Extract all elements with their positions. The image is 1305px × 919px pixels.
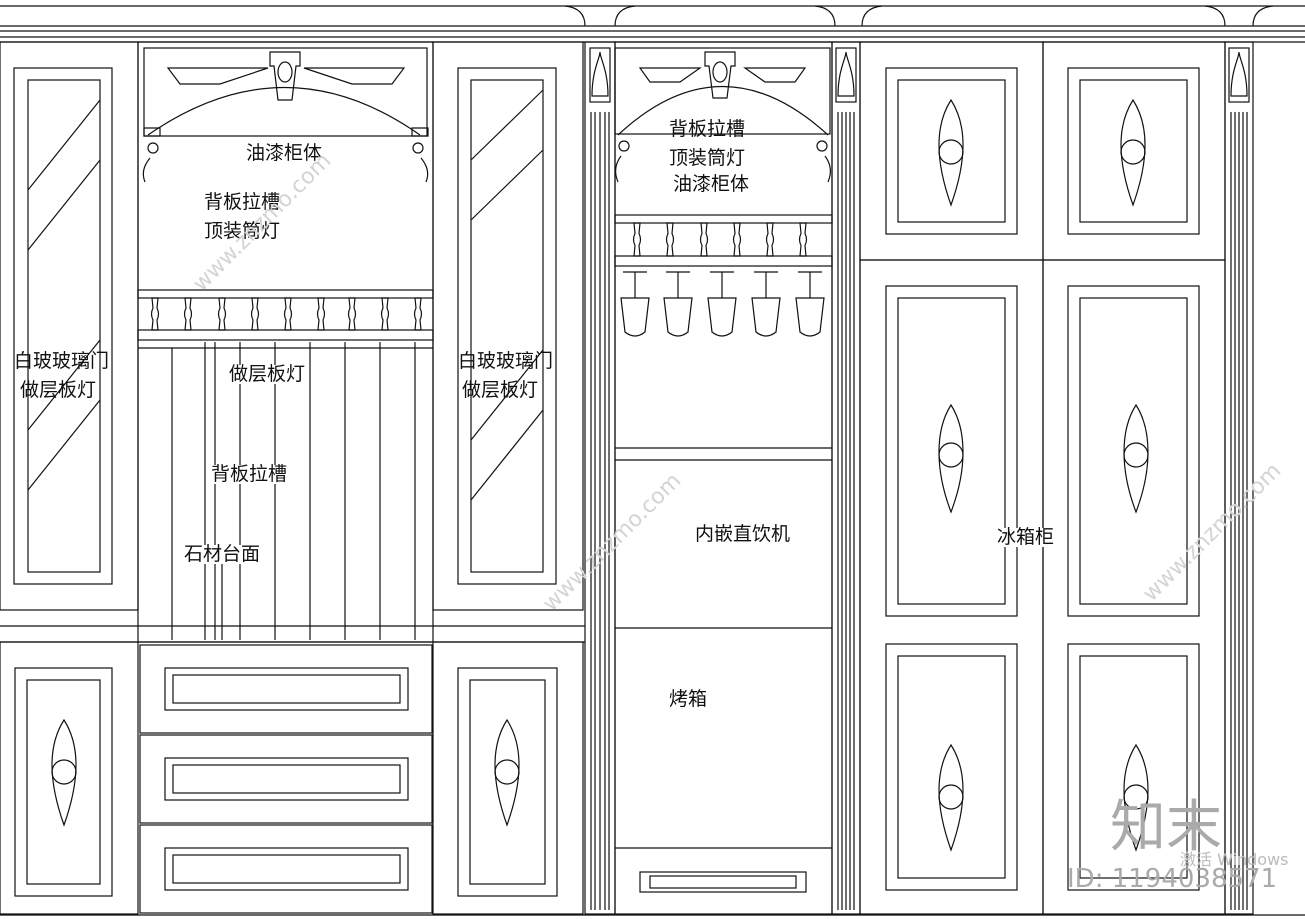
label-top-downlight-left: 顶装筒灯: [204, 220, 281, 242]
lower-right-panel: [432, 641, 584, 915]
label-shelf-light-center: 做层板灯: [229, 363, 306, 385]
balustrade-left: [150, 297, 423, 331]
baluster: [798, 222, 808, 257]
label-glass-door-left-2: 做层板灯: [20, 379, 97, 401]
label-oven: 烤箱: [669, 688, 708, 710]
watermark-id: ID: 1194038571: [1067, 864, 1278, 894]
stone-counter: [0, 625, 585, 643]
baluster: [699, 222, 709, 257]
baluster: [150, 297, 160, 331]
baluster: [665, 222, 675, 257]
fridge-cabinet: [859, 41, 1226, 915]
label-water-dispenser: 内嵌直饮机: [695, 523, 791, 545]
baluster: [732, 222, 742, 257]
watermark-os-notice: 激活 Windows: [1180, 850, 1289, 869]
baluster: [183, 297, 193, 331]
baluster: [250, 297, 260, 331]
label-glass-door-right-2: 做层板灯: [462, 379, 539, 401]
label-top-downlight-mid: 顶装筒灯: [669, 147, 746, 169]
label-back-groove-center: 背板拉槽: [211, 463, 288, 485]
watermark-logo: 知末: [1110, 795, 1222, 860]
label-back-groove-left: 背板拉槽: [204, 191, 281, 213]
wine-glass: [751, 271, 781, 337]
label-glass-door-left-1: 白玻玻璃门: [14, 350, 110, 372]
wine-glass: [795, 271, 825, 337]
label-stone-counter: 石材台面: [184, 543, 261, 565]
label-paint-body-mid: 油漆柜体: [673, 173, 750, 195]
center-open-cabinet: [137, 41, 434, 643]
baluster: [347, 297, 357, 331]
baluster: [632, 222, 642, 257]
balustrade-middle: [632, 222, 808, 257]
label-paint-body-left: 油漆柜体: [246, 142, 323, 164]
column-left: [584, 41, 616, 915]
wine-glass: [663, 271, 693, 337]
wine-glass-rack: [620, 271, 825, 337]
baluster: [413, 297, 423, 331]
drawer-stack: [139, 644, 433, 914]
label-glass-door-right-1: 白玻玻璃门: [458, 350, 554, 372]
baluster: [283, 297, 293, 331]
left-glass-door: [0, 41, 139, 611]
baluster: [217, 297, 227, 331]
right-glass-door: [432, 41, 584, 611]
label-back-groove-mid: 背板拉槽: [669, 118, 746, 140]
baluster: [380, 297, 390, 331]
label-fridge-cabinet: 冰箱柜: [997, 526, 1055, 548]
baluster: [765, 222, 775, 257]
lower-left-panel: [0, 641, 139, 915]
wine-glass: [620, 271, 650, 337]
baluster: [316, 297, 326, 331]
wine-glass: [707, 271, 737, 337]
middle-appliance-cabinet: [614, 41, 833, 915]
column-middle: [831, 41, 861, 915]
